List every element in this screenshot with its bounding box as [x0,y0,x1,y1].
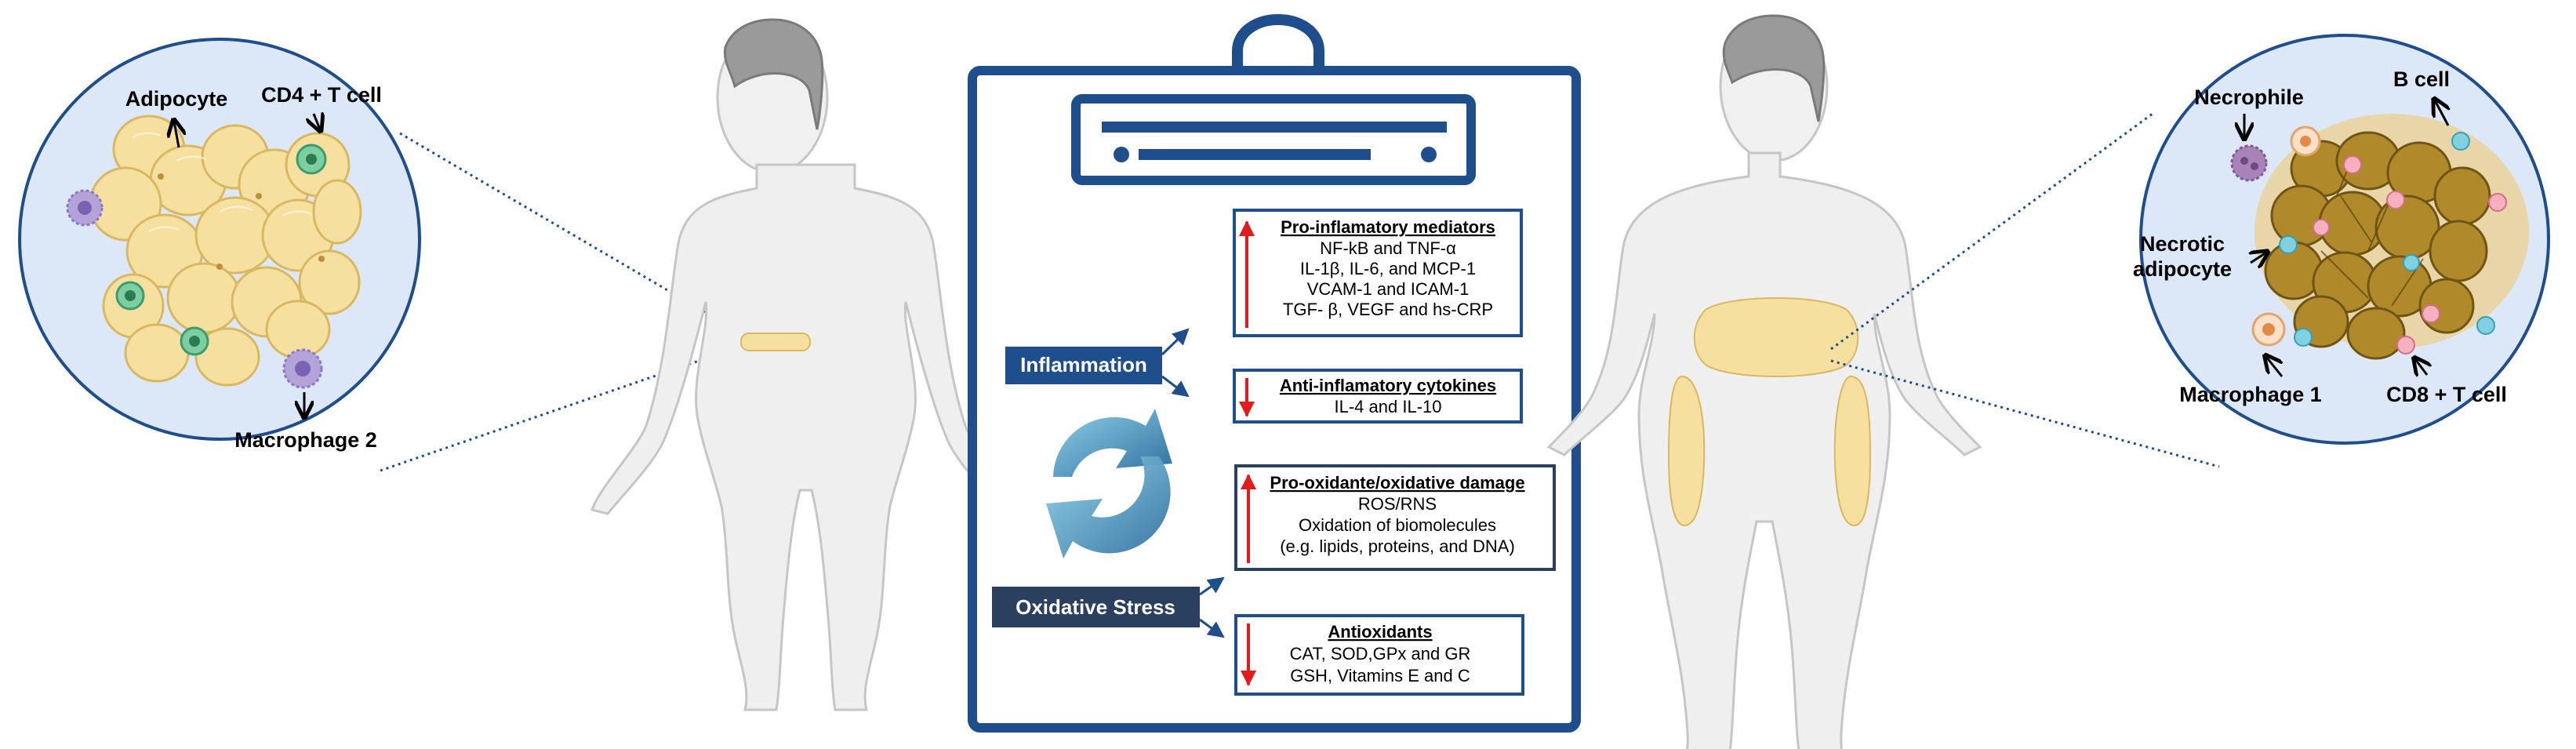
adipocyte-pointer [174,122,179,148]
bcell-label: B cell [2393,67,2450,91]
macrophage2-label: Macrophage 2 [234,428,377,452]
necrophile-label: Necrophile [2194,85,2304,109]
necrophile-cell [2230,144,2268,182]
macrophage1-pointer [2266,357,2282,377]
antioxidants-line: CAT, SOD,GPx and GR [1290,644,1471,664]
inflammation-label: Inflammation [1020,353,1147,376]
oxidative-label: Oxidative Stress [1016,595,1175,619]
oxidative-group: Oxidative Stress [992,576,1225,638]
necrotic-adipocyte-cluster [2230,114,2529,360]
b-cells [2279,132,2495,347]
box-prooxidant: Pro-oxidante/oxidative damage ROS/RNS Ox… [1234,464,1556,571]
cd8-pointer [2415,359,2427,375]
box-antioxidants: Antioxidants CAT, SOD,GPx and GR GSH, Vi… [1234,614,1524,696]
macrophage-cells [66,189,323,389]
oxidative-down-arrow [1199,618,1225,638]
prooxidant-line: Oxidation of biomolecules [1299,515,1496,535]
inflammation-badge [1005,347,1162,384]
cd8-label: CD8 + T cell [2386,383,2507,406]
oxidative-up-arrow [1199,576,1225,596]
prooxidant-line: ROS/RNS [1358,494,1437,514]
box-proinflammatory: Pro-inflamatory mediators NF-kB and TNF-… [1233,209,1523,337]
oxidative-badge [992,587,1200,627]
cd4-pointer [314,114,320,129]
left-zoom-circle: Adipocyte CD4 + T cell Macrophage 2 [18,38,421,452]
macrophage1-label: Macrophage 1 [2179,383,2322,406]
necrotic-pointer [2251,253,2266,263]
antiinflam-title: Anti-inflamatory cytokines [1280,376,1496,395]
antioxidants-title: Antioxidants [1328,622,1432,642]
cd4-label: CD4 + T cell [261,83,382,107]
adipocyte-label: Adipocyte [125,87,228,111]
antioxidants-line: GSH, Vitamins E and C [1290,666,1470,685]
proinflam-line: NF-kB and TNF-α [1320,238,1456,258]
macrophage1-cells [2251,125,2321,347]
inflammation-group: Inflammation [1005,328,1190,398]
proinflam-line: TGF- β, VEGF and hs-CRP [1283,300,1493,319]
right-zoom-connectors [1830,112,2220,468]
lean-adipocyte-cluster [66,115,362,389]
necrotic-label-line2: adipocyte [2133,257,2232,281]
lean-body-figure [590,18,1021,711]
proinflam-line: IL-1β, IL-6, and MCP-1 [1300,259,1476,278]
proinflam-title: Pro-inflamatory mediators [1281,217,1495,237]
prooxidant-line: (e.g. lipids, proteins, and DNA) [1280,536,1515,556]
bcell-pointer [2435,100,2448,126]
inflammation-up-arrow [1161,328,1190,356]
proinflam-line: VCAM-1 and ICAM-1 [1307,279,1470,299]
right-zoom-circle: Necrophile B cell Necrotic adipocyte Mac… [2133,34,2550,445]
cycle-arrows-icon [1046,409,1172,558]
box-antiinflammatory: Anti-inflamatory cytokines IL-4 and IL-1… [1233,369,1523,424]
prooxidant-title: Pro-oxidante/oxidative damage [1270,473,1524,493]
inflammation-down-arrow [1161,375,1190,398]
t-cell-cluster [115,144,327,356]
antiinflam-line: IL-4 and IL-10 [1335,397,1442,416]
obese-body-figure [1546,14,1982,749]
cd8-cells [2313,155,2507,355]
necrotic-label-line1: Necrotic [2140,232,2225,256]
